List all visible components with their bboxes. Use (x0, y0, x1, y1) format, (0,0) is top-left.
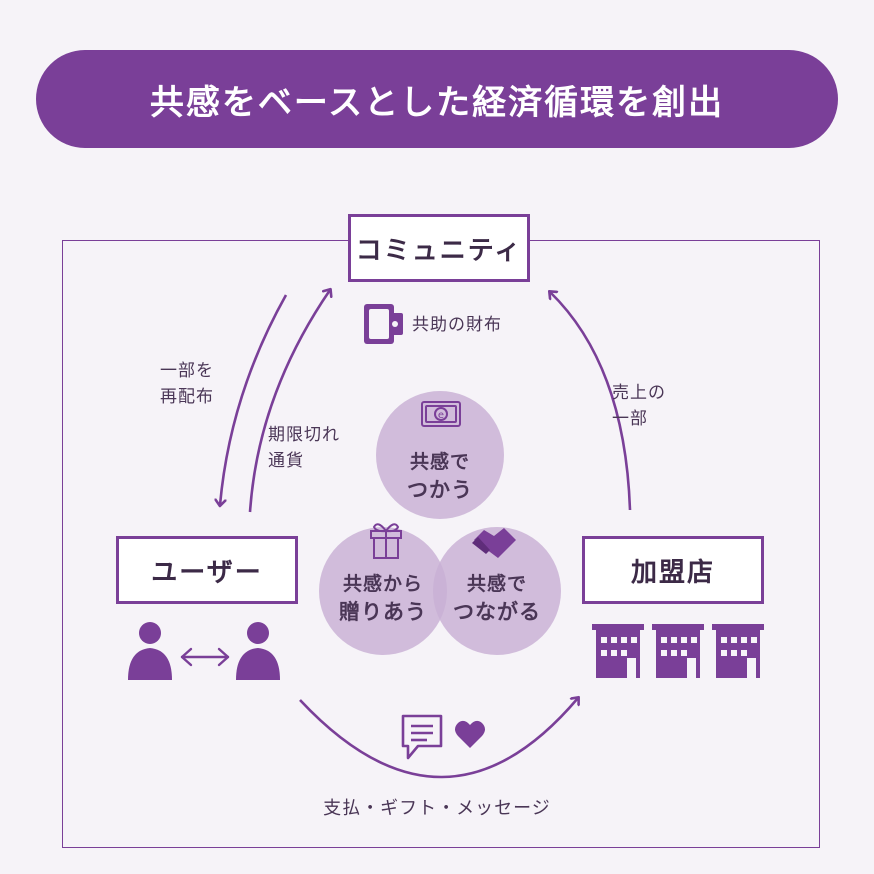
heart-icon (455, 720, 485, 748)
venn-diagram (319, 391, 561, 655)
user-box: ユーザー (116, 536, 298, 604)
circle-use-line-1: 共感で (409, 451, 470, 473)
bottom-flow-label: 支払・ギフト・メッセージ (323, 798, 551, 819)
wallet-icon (364, 304, 403, 344)
expired-currency-line-1: 期限切れ (268, 425, 340, 445)
circle-connect-line-2: つながる (453, 600, 541, 624)
coin-bill-icon: e (421, 401, 461, 427)
wallet-label: 共助の財布 (412, 315, 502, 335)
user-label: ユーザー (151, 557, 263, 588)
store-icon (592, 624, 644, 678)
sales-part-line-1: 売上の (612, 383, 666, 403)
arrow-user-to-community (248, 290, 330, 513)
circle-gift-line-1: 共感から (342, 573, 423, 595)
store-icon (652, 624, 704, 678)
arrow-user-to-store (299, 698, 578, 779)
sales-part-line-2: 一部 (612, 409, 648, 429)
title-banner: 共感をベースとした経済循環を創出 (36, 50, 838, 148)
store-label: 加盟店 (630, 557, 715, 588)
circle-use (376, 391, 504, 519)
redistribute-line-1: 一部を (160, 361, 214, 381)
arrow-store-to-community (550, 292, 632, 511)
redistribute-line-2: 再配布 (160, 387, 214, 407)
gift-icon (370, 523, 402, 559)
circle-use-text: 共感で つかう (380, 448, 500, 504)
double-arrow-icon (180, 647, 230, 667)
circle-connect-text: 共感で つながる (437, 570, 557, 626)
person-icon (128, 622, 172, 680)
arrow-community-to-user (220, 294, 288, 505)
store-box: 加盟店 (582, 536, 764, 604)
circle-gift-text: 共感から 贈りあう (323, 570, 443, 626)
circle-connect-line-1: 共感で (466, 573, 527, 595)
circle-connect (433, 527, 561, 655)
expired-currency-label: 期限切れ 通貨 (268, 422, 340, 474)
circle-gift (319, 527, 447, 655)
svg-text:e: e (438, 410, 444, 421)
redistribute-label: 一部を 再配布 (160, 358, 214, 410)
circle-gift-line-2: 贈りあう (339, 600, 427, 624)
community-box: コミュニティ (348, 214, 530, 282)
store-icon (712, 624, 764, 678)
handshake-icon (472, 528, 516, 558)
sales-part-label: 売上の 一部 (612, 380, 666, 432)
page-title: 共感をベースとした経済循環を創出 (149, 82, 725, 123)
expired-currency-line-2: 通貨 (268, 451, 304, 471)
message-icon (401, 714, 443, 760)
person-icon (236, 622, 280, 680)
circle-use-line-2: つかう (407, 478, 473, 502)
community-label: コミュニティ (355, 235, 523, 266)
